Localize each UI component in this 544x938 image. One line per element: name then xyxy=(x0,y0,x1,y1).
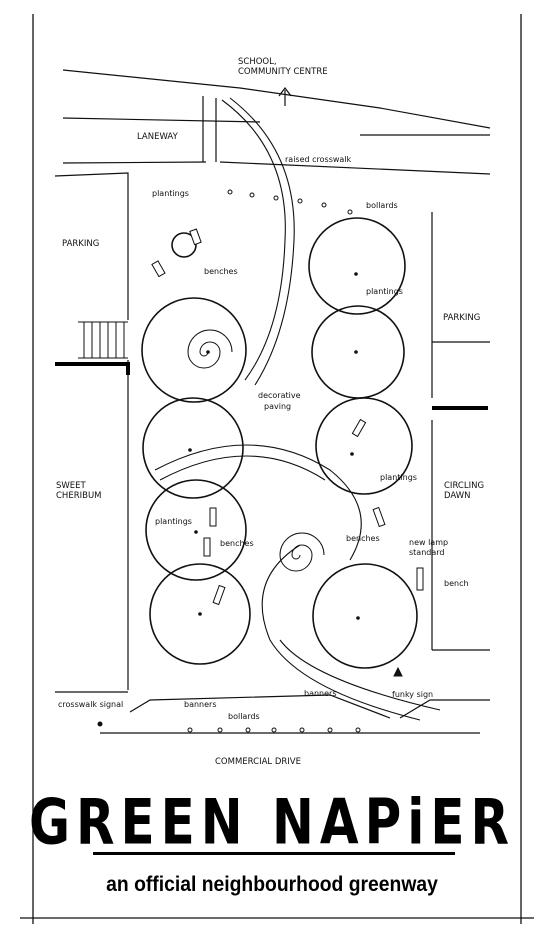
label-benches-left: benches xyxy=(220,539,254,548)
label-bench: bench xyxy=(444,579,469,588)
label-banners-right: banners xyxy=(304,689,337,698)
label-school: SCHOOL, xyxy=(238,57,277,67)
label-laneway: LANEWAY xyxy=(137,132,179,142)
frame xyxy=(20,14,534,924)
label-bollards-bottom: bollards xyxy=(228,712,260,721)
label-raised-crosswalk: raised crosswalk xyxy=(285,155,352,164)
label-decorative: decorative xyxy=(258,391,301,400)
label-funky-sign: funky sign xyxy=(392,690,433,699)
label-commercial-drive: COMMERCIAL DRIVE xyxy=(215,757,301,767)
label-circling: CIRCLING xyxy=(444,481,484,491)
north-arrow-icon xyxy=(278,87,292,106)
label-paving: paving xyxy=(264,402,291,411)
label-plantings-right: plantings xyxy=(366,287,403,296)
page-title: GREEN NAPiER xyxy=(28,786,516,859)
decorative-spirals xyxy=(187,329,325,572)
label-bollards-top: bollards xyxy=(366,201,398,210)
label-dawn: DAWN xyxy=(444,491,471,501)
label-cheribum: CHERIBUM xyxy=(56,491,102,501)
signals xyxy=(97,666,403,727)
street-lines xyxy=(54,69,491,734)
label-benches-right: benches xyxy=(346,534,380,543)
label-crosswalk-signal: crosswalk signal xyxy=(58,700,123,709)
label-plantings-mid-right: plantings xyxy=(380,473,417,482)
page-subtitle: an official neighbourhood greenway xyxy=(106,873,438,896)
crosswalk-stripes xyxy=(78,321,128,359)
label-standard: standard xyxy=(409,548,444,557)
building-edges xyxy=(55,362,488,410)
bollards xyxy=(187,189,361,733)
tree-canopies xyxy=(141,217,418,669)
title-underline xyxy=(93,852,455,855)
tree-trunks xyxy=(188,272,360,620)
label-benches-top: benches xyxy=(204,267,238,276)
label-new-lamp: new lamp xyxy=(409,538,448,547)
benches xyxy=(151,228,424,606)
label-parking-left: PARKING xyxy=(62,239,99,249)
label-banners-left: banners xyxy=(184,700,217,709)
curving-paths xyxy=(154,97,441,721)
label-sweet: SWEET xyxy=(56,481,87,491)
label-community-centre: COMMUNITY CENTRE xyxy=(238,67,328,77)
label-plantings-top: plantings xyxy=(152,189,189,198)
label-parking-right: PARKING xyxy=(443,313,480,323)
label-plantings-left: plantings xyxy=(155,517,192,526)
